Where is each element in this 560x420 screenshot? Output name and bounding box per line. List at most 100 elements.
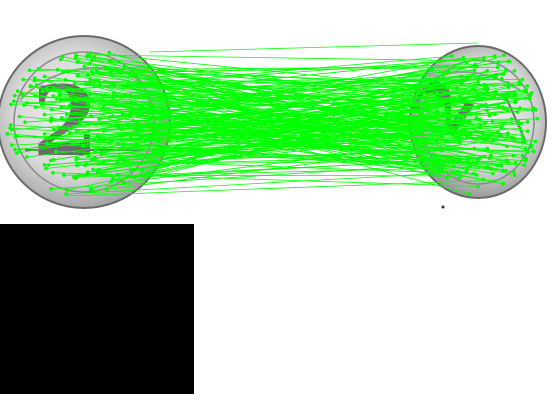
keypoint-marker: [513, 92, 517, 97]
keypoint-marker: [525, 84, 530, 88]
keypoint-marker: [482, 56, 486, 60]
keypoint-marker: [525, 120, 530, 124]
keypoint-marker: [472, 146, 477, 151]
keypoint-marker: [532, 106, 536, 110]
keypoint-marker: [36, 67, 41, 71]
keypoint-marker: [42, 132, 47, 136]
match-line: [77, 155, 491, 166]
match-line: [58, 122, 465, 128]
match-line: [87, 54, 510, 62]
keypoint-marker: [85, 73, 90, 77]
match-line: [98, 148, 475, 165]
keypoint-marker: [464, 60, 469, 65]
match-line: [109, 52, 436, 156]
keypoint-marker: [460, 115, 465, 119]
keypoint-marker: [491, 171, 495, 176]
keypoint-marker: [446, 108, 450, 112]
keypoint-marker: [23, 120, 27, 124]
keypoint-marker: [471, 171, 476, 176]
match-line: [150, 110, 467, 173]
keypoint-marker: [476, 80, 480, 84]
keypoint-marker: [512, 170, 516, 174]
keypoint-marker: [533, 139, 538, 144]
keypoint-marker: [22, 103, 26, 107]
match-line: [30, 85, 468, 171]
keypoint-marker: [88, 187, 93, 191]
keypoint-marker: [521, 139, 526, 144]
keypoint-marker: [62, 173, 66, 177]
keypoint-marker: [492, 54, 497, 58]
keypoint-marker: [13, 135, 18, 139]
keypoint-marker: [8, 123, 13, 127]
keypoint-marker: [94, 68, 99, 73]
match-line: [109, 60, 463, 126]
keypoint-marker: [473, 62, 478, 67]
keypoint-marker: [86, 139, 90, 143]
match-line: [69, 57, 464, 130]
keypoint-marker: [505, 133, 510, 137]
keypoint-marker: [74, 157, 78, 162]
keypoint-marker: [149, 132, 153, 136]
keypoint-marker: [505, 144, 509, 149]
keypoint-marker: [12, 93, 17, 98]
keypoint-marker: [479, 103, 484, 107]
keypoint-marker: [82, 65, 87, 69]
keypoint-marker: [515, 110, 520, 114]
right-coin-baseline: [504, 94, 526, 141]
keypoint-marker: [462, 120, 467, 125]
keypoint-marker: [49, 187, 53, 191]
match-line: [10, 124, 526, 162]
keypoint-marker: [25, 155, 29, 159]
match-line: [92, 86, 509, 192]
keypoint-marker: [42, 163, 47, 167]
keypoint-marker: [58, 57, 63, 62]
keypoint-marker: [516, 119, 521, 123]
keypoint-marker: [9, 127, 14, 132]
keypoint-marker: [29, 84, 33, 88]
keypoint-marker: [95, 134, 100, 138]
keypoint-marker: [5, 132, 10, 136]
keypoint-marker: [502, 53, 507, 57]
keypoint-matches: [5, 42, 540, 197]
keypoint-marker: [66, 97, 70, 102]
keypoint-marker: [446, 69, 450, 74]
keypoint-marker: [463, 78, 467, 83]
keypoint-marker: [441, 73, 446, 77]
match-line: [103, 91, 527, 132]
keypoint-marker: [465, 133, 470, 137]
keypoint-marker: [109, 179, 113, 184]
keypoint-marker: [142, 138, 147, 142]
match-line: [103, 82, 509, 109]
match-line: [76, 158, 454, 174]
keypoint-marker: [65, 188, 69, 192]
keypoint-marker: [51, 94, 55, 98]
keypoint-marker: [485, 108, 489, 113]
keypoint-marker: [531, 149, 536, 153]
match-line: [97, 91, 515, 172]
keypoint-marker: [464, 170, 468, 175]
keypoint-marker: [482, 82, 487, 87]
keypoint-marker: [483, 120, 488, 125]
right-coin-speck: [441, 205, 445, 209]
keypoint-marker: [72, 82, 77, 86]
match-line: [65, 179, 501, 197]
keypoint-marker: [92, 137, 97, 141]
match-line: [44, 76, 442, 137]
keypoint-marker: [151, 149, 156, 153]
keypoint-marker: [501, 72, 506, 76]
black-region: [0, 224, 194, 394]
keypoint-marker: [88, 51, 93, 56]
keypoint-marker: [529, 143, 534, 147]
match-line: [109, 116, 487, 168]
match-line: [96, 70, 491, 170]
match-line: [94, 128, 521, 158]
keypoint-marker: [75, 73, 80, 78]
keypoint-marker: [461, 56, 466, 60]
keypoint-marker: [486, 87, 490, 91]
match-line: [97, 66, 498, 73]
keypoint-marker: [14, 151, 19, 155]
keypoint-marker: [520, 133, 524, 137]
keypoint-marker: [56, 125, 61, 130]
keypoint-marker: [512, 173, 517, 178]
keypoint-marker: [110, 114, 115, 118]
